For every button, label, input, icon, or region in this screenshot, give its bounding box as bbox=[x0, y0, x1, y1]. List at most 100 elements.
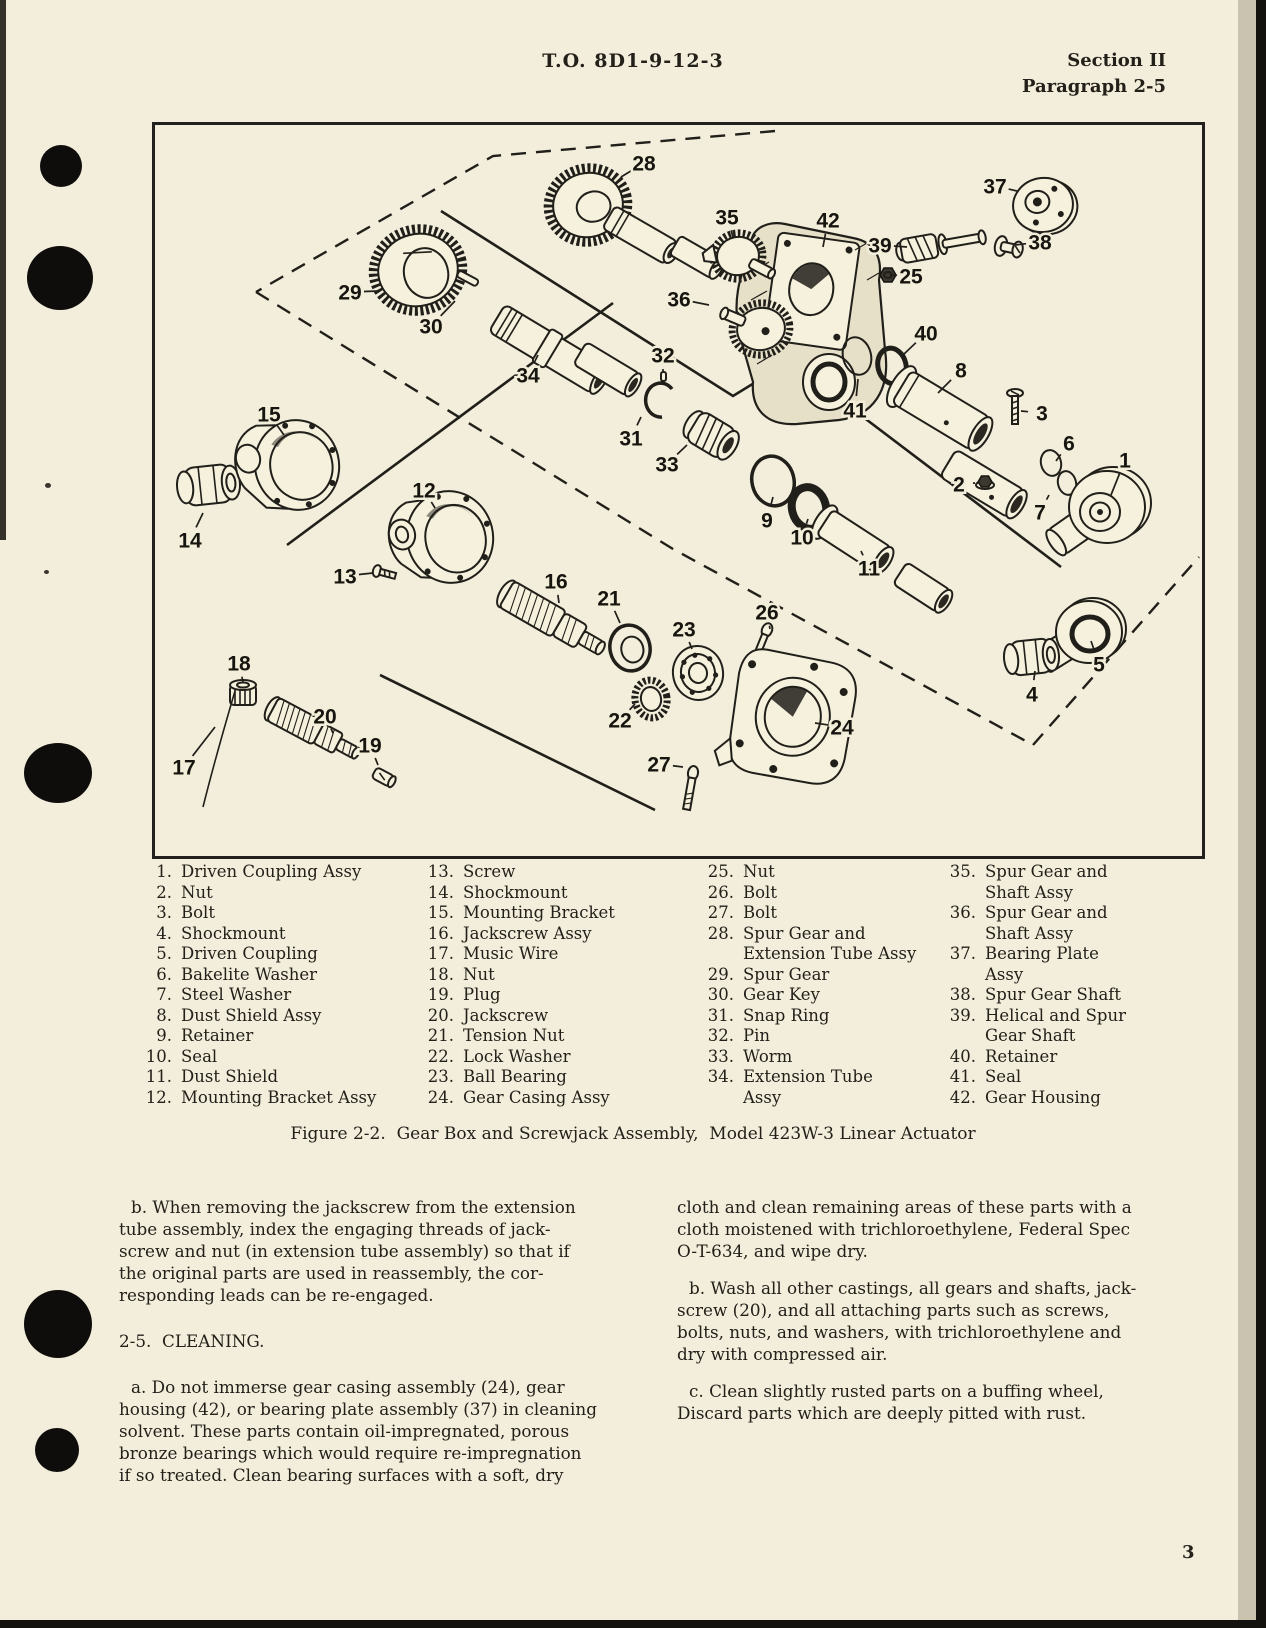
parts-list-item: 38.Spur Gear Shaft bbox=[942, 985, 1200, 1006]
part-bearing-plate bbox=[1012, 176, 1079, 236]
callout-4: 4 bbox=[1026, 684, 1038, 707]
callout-8: 8 bbox=[955, 360, 967, 383]
part-number: 23. bbox=[427, 1067, 454, 1086]
callout-5: 5 bbox=[1093, 654, 1105, 677]
part-mounting-bracket-assy bbox=[387, 490, 495, 584]
part-number: 37. bbox=[949, 944, 976, 963]
parts-list-item: 10.Seal bbox=[138, 1047, 410, 1068]
parts-list-item: 5. Driven Coupling bbox=[138, 944, 410, 965]
callout-leader-40 bbox=[902, 342, 917, 356]
ink-speck bbox=[44, 570, 49, 574]
part-name: Bolt bbox=[743, 903, 777, 922]
part-name: Driven Coupling bbox=[181, 944, 318, 963]
callout-leader-8 bbox=[937, 379, 952, 394]
paragraph: b. Wash all other castings, all gears an… bbox=[677, 1278, 1137, 1364]
callout-2: 2 bbox=[953, 474, 965, 497]
part-name: Shockmount bbox=[181, 923, 286, 943]
part-name: Plug bbox=[463, 985, 501, 1004]
page-number: 3 bbox=[1182, 1542, 1195, 1563]
part-number: 19. bbox=[427, 985, 454, 1004]
parts-list-item: 26.Bolt bbox=[700, 883, 938, 904]
callout-31: 31 bbox=[619, 428, 643, 451]
callout-7: 7 bbox=[1034, 502, 1046, 525]
paragraph: c. Clean slightly rusted parts on a buff… bbox=[677, 1381, 1104, 1423]
scan-edge-bottom bbox=[0, 1620, 1266, 1628]
part-number: 22. bbox=[427, 1046, 454, 1066]
part-number: 29. bbox=[707, 964, 734, 984]
part-helical-gear-shaft bbox=[895, 229, 987, 264]
callout-18: 18 bbox=[227, 653, 251, 676]
callout-15: 15 bbox=[257, 404, 281, 427]
parts-list-item: 15.Mounting Bracket bbox=[420, 903, 692, 924]
scan-edge-left bbox=[0, 0, 6, 540]
part-number: 26. bbox=[707, 882, 734, 902]
to-number: T.O. 8D1-9-12-3 bbox=[542, 50, 724, 72]
part-name: Spur Gear Shaft bbox=[985, 985, 1122, 1004]
part-name: Extension Tube Assy bbox=[743, 1067, 873, 1107]
callout-42: 42 bbox=[816, 210, 839, 233]
callout-36: 36 bbox=[667, 289, 690, 312]
parts-list-item: 1.Driven Coupling Assy bbox=[138, 862, 410, 883]
callout-11: 11 bbox=[858, 558, 881, 581]
part-spur-gear-extension-tube bbox=[543, 163, 680, 264]
callout-22: 22 bbox=[608, 710, 631, 733]
callout-24: 24 bbox=[830, 717, 854, 740]
part-number: 30. bbox=[707, 985, 734, 1004]
callout-27: 27 bbox=[647, 754, 670, 777]
part-shockmount bbox=[175, 463, 241, 507]
parts-list-item: 24.Gear Casing Assy bbox=[420, 1088, 692, 1109]
part-name: Mounting Bracket Assy bbox=[181, 1087, 377, 1107]
callout-leader-30 bbox=[440, 300, 456, 317]
part-name: Jackscrew Assy bbox=[463, 923, 592, 943]
part-name: Nut bbox=[181, 882, 213, 902]
parts-list-item: 16.Jackscrew Assy bbox=[420, 924, 692, 945]
part-name: Nut bbox=[743, 862, 775, 881]
part-name: Helical and Spur Gear Shaft bbox=[985, 1005, 1126, 1046]
part-name: Spur Gear and Extension Tube Assy bbox=[743, 923, 917, 964]
part-name: Worm bbox=[743, 1046, 793, 1066]
parts-list-item: 39.Helical and Spur Gear Shaft bbox=[942, 1006, 1200, 1047]
part-steel-washer bbox=[1056, 470, 1078, 496]
callout-leader-37 bbox=[1008, 188, 1018, 192]
part-number: 31. bbox=[707, 1005, 734, 1025]
callout-leader-5 bbox=[1090, 640, 1096, 652]
parts-list-item: 30.Gear Key bbox=[700, 985, 938, 1006]
part-name: Screw bbox=[463, 862, 516, 881]
callout-leader-36 bbox=[692, 300, 710, 306]
callout-leader-17 bbox=[191, 726, 216, 757]
parts-list-item: 29.Spur Gear bbox=[700, 965, 938, 986]
paragraph: a. Do not immerse gear casing assembly (… bbox=[119, 1377, 597, 1485]
parts-list-item: 11.Dust Shield bbox=[138, 1067, 410, 1088]
part-tube-segment bbox=[574, 342, 643, 398]
body-column-left: b. When removing the jackscrew from the … bbox=[119, 1196, 671, 1501]
part-dust-shield-assy bbox=[885, 365, 994, 452]
callout-17: 17 bbox=[172, 757, 195, 780]
callout-23: 23 bbox=[672, 619, 695, 642]
part-number: 5. bbox=[156, 944, 172, 963]
part-lock-washer bbox=[631, 676, 671, 722]
callout-leader-13 bbox=[358, 572, 374, 576]
callout-28: 28 bbox=[632, 153, 656, 176]
parts-list-item: 18.Nut bbox=[420, 965, 692, 986]
part-spur-gear-shaft bbox=[719, 299, 794, 359]
part-number: 3. bbox=[156, 903, 172, 922]
binder-mark bbox=[27, 246, 93, 310]
part-number: 17. bbox=[427, 944, 454, 963]
callout-leader-35 bbox=[730, 230, 734, 238]
paragraph: cloth and clean remaining areas of these… bbox=[677, 1197, 1132, 1261]
callout-14: 14 bbox=[178, 530, 202, 553]
parts-list-item: 7.Steel Washer bbox=[138, 985, 410, 1006]
part-name: Bakelite Washer bbox=[181, 964, 318, 984]
part-number: 36. bbox=[949, 903, 976, 922]
part-name: Dust Shield Assy bbox=[181, 1005, 322, 1025]
callout-leader-39 bbox=[893, 245, 908, 248]
part-bolt bbox=[681, 765, 700, 812]
callout-leader-26 bbox=[768, 625, 771, 630]
part-name: Driven Coupling Assy bbox=[181, 862, 362, 881]
part-name: Pin bbox=[743, 1026, 771, 1045]
parts-list-item: 27.Bolt bbox=[700, 903, 938, 924]
part-name: Music Wire bbox=[463, 944, 559, 963]
